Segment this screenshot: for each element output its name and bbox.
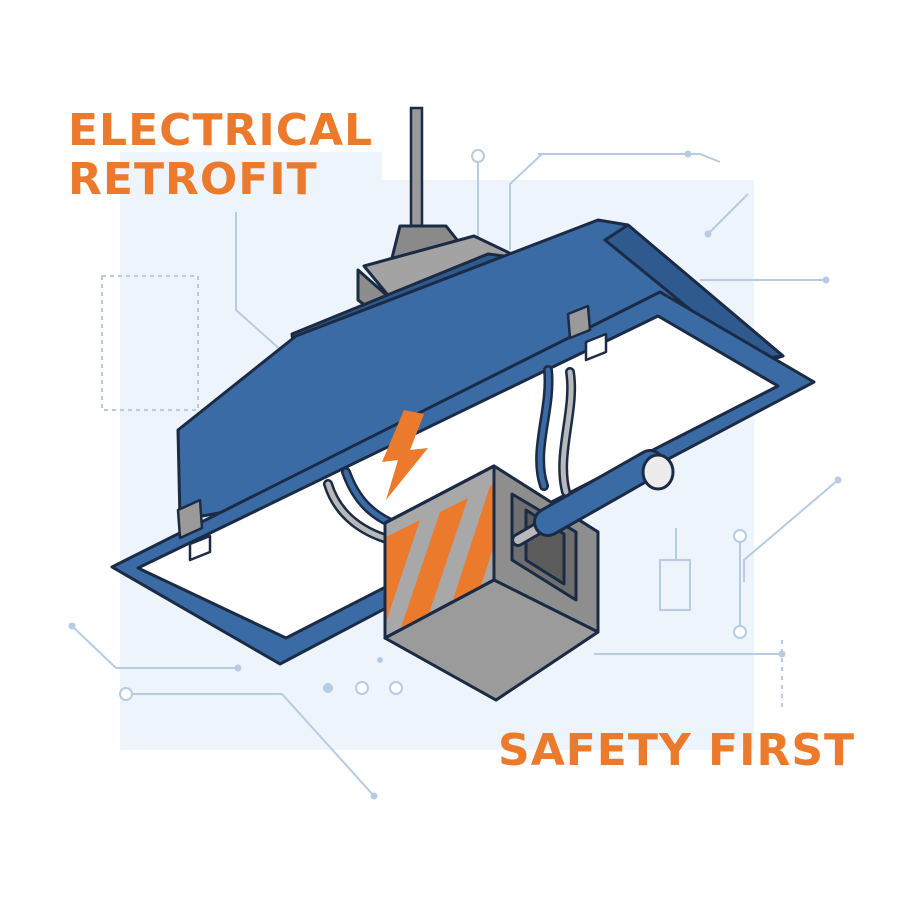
circuit-rings bbox=[119, 149, 747, 701]
fixture-frame bbox=[110, 290, 816, 666]
mounting-clips bbox=[176, 304, 608, 562]
circuit-traces bbox=[71, 153, 839, 797]
page-title: ELECTRICAL RETROFIT bbox=[68, 106, 373, 205]
circuit-nodes bbox=[68, 150, 842, 800]
title-line-1: ELECTRICAL bbox=[68, 105, 374, 156]
conduit-tube bbox=[511, 449, 675, 547]
title-line-2: RETROFIT bbox=[68, 154, 318, 206]
suspension-rod bbox=[409, 106, 424, 230]
tagline: SAFETY FIRST bbox=[498, 725, 856, 776]
lightning-bolt-icon bbox=[382, 410, 428, 500]
